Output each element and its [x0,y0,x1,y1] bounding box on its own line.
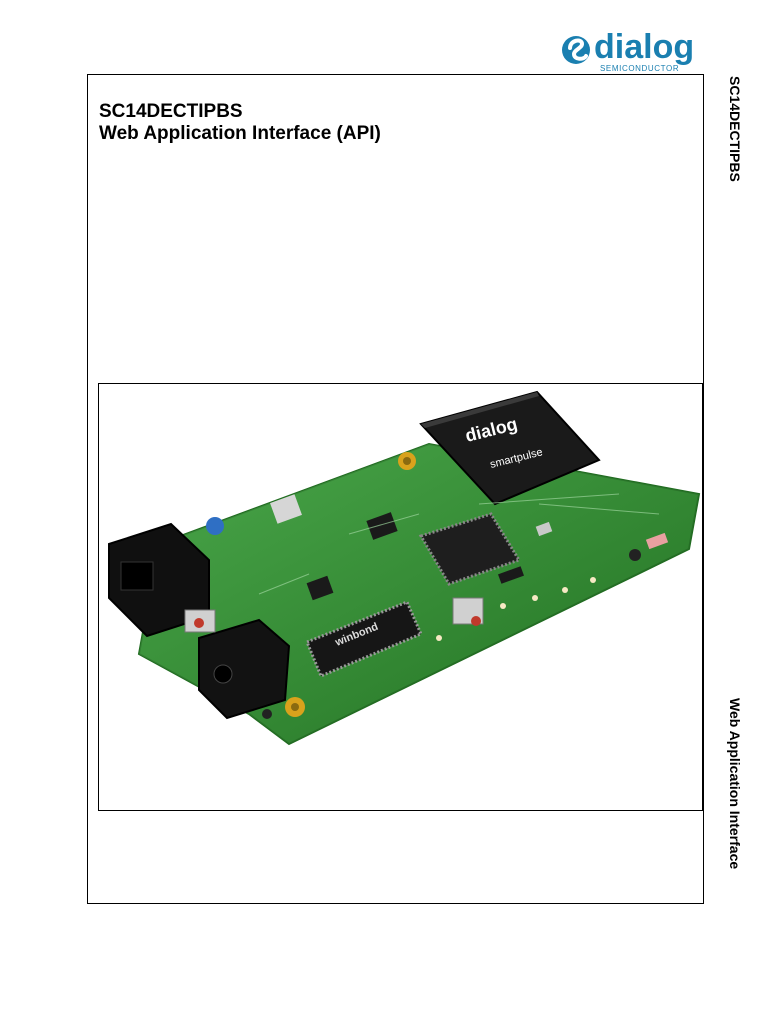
title-subtitle: Web Application Interface (API) [99,123,381,144]
pcb-photo: dialog smartpulse winbond [108,390,701,746]
side-label-product: SC14DECTIPBS [727,76,743,182]
logo-tagline: SEMICONDUCTOR [600,64,679,73]
memory-chip [305,600,423,678]
logo-brand-text: dialog [594,28,694,66]
dialog-logo-mark: dialog SEMICONDUCTOR [562,28,694,73]
pairing-button [452,597,484,625]
page-frame [87,74,704,904]
document-title: SC14DECTIPBS Web Application Interface (… [99,101,381,145]
title-product: SC14DECTIPBS [99,101,243,122]
smartpulse-module [419,390,601,506]
capacitor [206,517,224,535]
side-label-title: Web Application Interface [727,698,743,870]
dialog-logo: dialog SEMICONDUCTOR [560,26,716,74]
main-processor-chip [418,512,522,586]
power-jack [198,618,291,720]
ethernet-transformer [270,494,302,524]
product-photo-frame: dialog smartpulse winbond [98,383,703,811]
